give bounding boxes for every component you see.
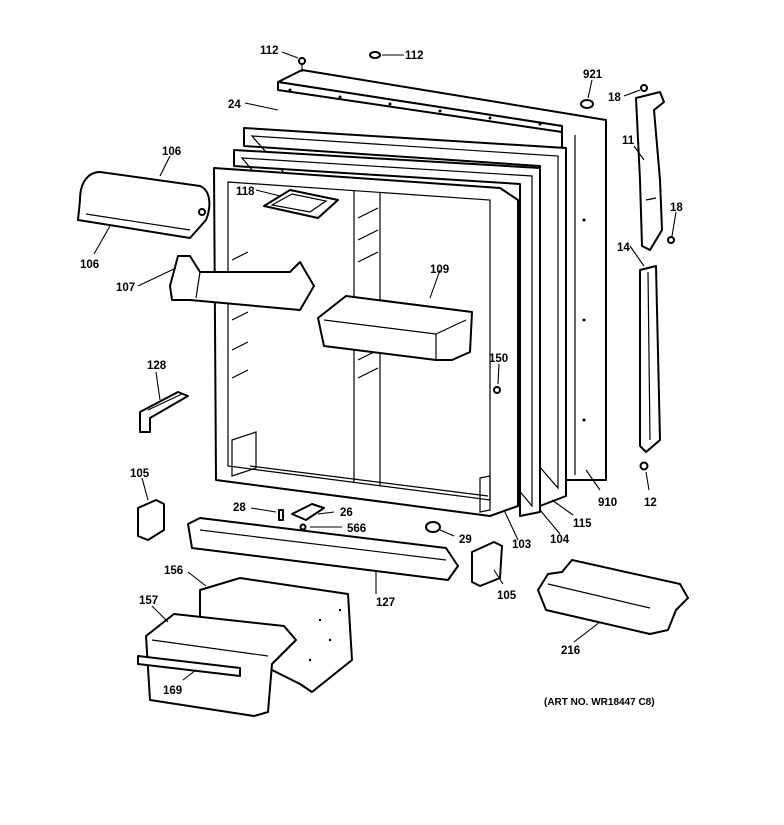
label-566: 566 (347, 523, 366, 535)
label-150: 150 (489, 353, 508, 365)
part-128 (139, 391, 189, 433)
label-106-bottom: 106 (80, 259, 99, 271)
label-106-top: 106 (162, 146, 181, 158)
label-18-mid: 18 (670, 202, 683, 214)
label-14: 14 (617, 242, 630, 254)
label-109: 109 (430, 264, 449, 276)
handle-11 (635, 91, 665, 251)
part-105-right (471, 541, 503, 587)
label-157: 157 (139, 595, 158, 607)
label-105-left: 105 (130, 468, 150, 480)
drawer-handle-169 (137, 655, 241, 677)
part-26 (291, 503, 325, 521)
label-24: 24 (228, 99, 241, 111)
label-26: 26 (340, 507, 353, 519)
label-128: 128 (147, 360, 167, 372)
label-127: 127 (376, 597, 395, 609)
label-29: 29 (459, 534, 472, 546)
screws (298, 51, 675, 533)
dairy-shelf-107 (169, 255, 315, 311)
label-11: 11 (622, 135, 635, 147)
label-921: 921 (583, 69, 603, 81)
label-156: 156 (164, 565, 183, 577)
part-28 (278, 509, 284, 521)
label-112-right: 112 (405, 50, 424, 62)
leader-lines (93, 51, 677, 681)
part-566 (299, 523, 307, 531)
door-bin-216 (537, 559, 689, 635)
label-112-left: 112 (260, 45, 279, 57)
part-105-left (137, 499, 165, 541)
label-105-right: 105 (497, 590, 517, 602)
label-18-top: 18 (608, 92, 621, 104)
door-outer-panel (277, 69, 607, 481)
label-216: 216 (561, 645, 580, 657)
label-12: 12 (644, 497, 657, 509)
label-28: 28 (233, 502, 246, 514)
art-number: (ART NO. WR18447 C8) (544, 697, 655, 708)
label-910: 910 (598, 497, 617, 509)
rail-127 (187, 517, 459, 581)
label-169: 169 (163, 685, 182, 697)
label-115: 115 (573, 518, 592, 530)
label-107: 107 (116, 282, 135, 294)
label-103: 103 (512, 539, 531, 551)
label-104: 104 (550, 534, 570, 546)
trim-strip-14 (639, 265, 661, 453)
shelf-118 (263, 189, 339, 219)
part-number-labels: 112 112 921 24 18 11 106 106 118 18 14 1… (80, 45, 683, 697)
label-118: 118 (236, 186, 255, 198)
dairy-door-106 (77, 171, 211, 239)
door-bin-109 (317, 295, 473, 361)
